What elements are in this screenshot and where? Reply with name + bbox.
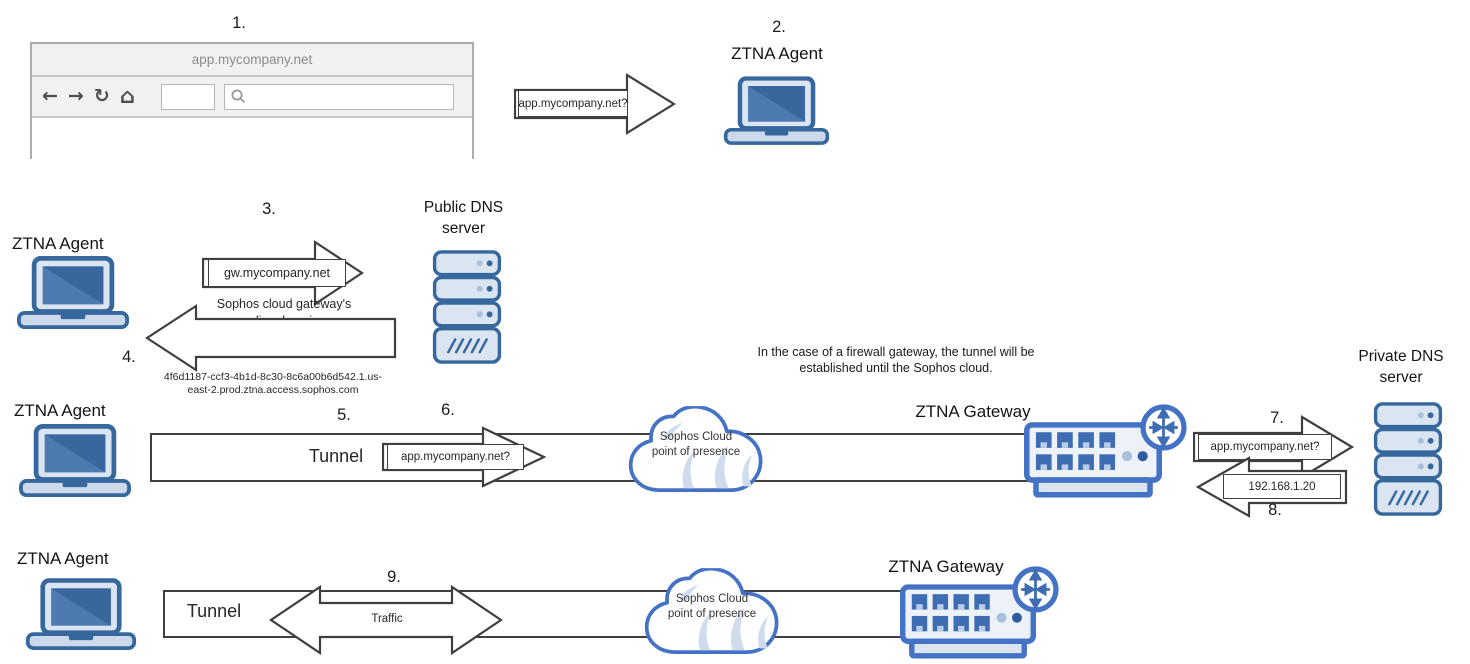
browser-search-input [223,83,454,110]
step-6-label: 6. [441,401,455,419]
ztna-gateway-label: ZTNA Gateway [915,402,1031,421]
dns-server-icon [432,250,502,364]
browser-address-title: app.mycompany.net [32,44,472,77]
laptop-icon [18,424,132,498]
step-7-label: 7. [1270,409,1284,427]
laptop-icon [723,76,830,146]
gw-query-message: gw.mycompany.net [208,259,346,287]
ztna-agent-label: ZTNA Agent [17,549,109,568]
private-dns-server-label: Private DNS server [1358,348,1444,386]
tunnel-label: Tunnel [186,601,242,621]
app-query-message: app.mycompany.net? [1198,434,1332,460]
step-2-label: 2. [772,18,786,36]
step-4-label: 4. [122,348,136,366]
public-dns-server-label: Public DNS server [423,199,504,237]
forward-icon: → [67,85,84,107]
router-badge-icon [1012,566,1059,613]
browser-content-area [32,118,472,159]
step-1-label: 1. [232,14,246,32]
ztna-agent-label: ZTNA Agent [731,44,823,63]
back-icon: ← [42,85,58,107]
tunnel-label: Tunnel [308,446,364,466]
alias-domain-text: 4f6d1187-ccf3-4b1d-8c30-8c6a00b6d542.1.u… [163,371,383,396]
search-icon [231,89,245,104]
laptop-icon [16,256,130,330]
step-3-label: 3. [262,200,276,218]
sophos-cloud-pop-label: Sophos Cloud point of presence [667,593,757,620]
alias-response-arrow [145,303,397,373]
ztna-gateway-label: ZTNA Gateway [888,557,1004,576]
browser-window: app.mycompany.net ← → ↻ ⌂ [30,42,474,159]
step-9-label: 9. [387,568,401,586]
ztna-agent-label: ZTNA Agent [14,401,106,420]
router-badge-icon [1140,404,1187,451]
traffic-label: Traffic [371,613,403,625]
address-mini-input [160,83,215,110]
step-5-label: 5. [337,406,351,424]
laptop-icon [25,578,137,651]
private-ip-message: 192.168.1.20 [1223,474,1341,499]
sophos-cloud-pop-label: Sophos Cloud point of presence [651,431,741,458]
step-8-label: 8. [1268,501,1282,519]
firewall-gateway-note: In the case of a firewall gateway, the t… [757,345,1035,375]
app-query-message: app.mycompany.net? [387,444,524,470]
home-icon: ⌂ [119,84,135,108]
tunnel-shape [150,433,1030,482]
traffic-arrow [269,584,503,656]
app-query-message: app.mycompany.net? [518,90,628,117]
reload-icon: ↻ [93,85,110,107]
ztna-agent-label: ZTNA Agent [12,234,104,253]
dns-server-icon [1373,402,1443,516]
browser-toolbar: ← → ↻ ⌂ [32,77,472,118]
